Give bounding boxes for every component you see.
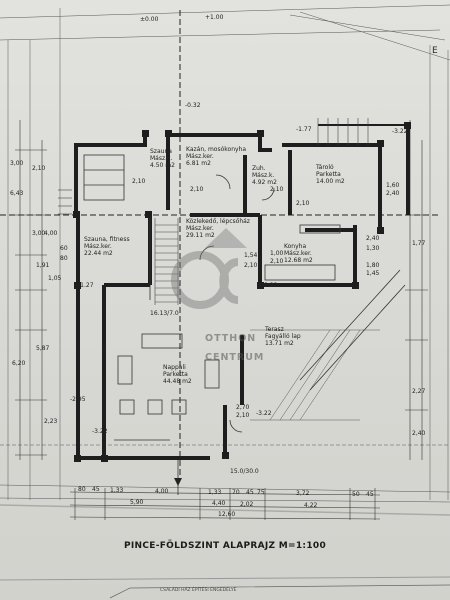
door-mark: 2,10 [132, 178, 146, 185]
dim-right-1: 2,40 [386, 190, 400, 197]
dim-bottom-1-4: 1,33 [208, 489, 222, 496]
door-mark: 1,54 [244, 252, 258, 259]
watermark-line2: CENTRUM [205, 352, 265, 363]
dim-bottom-1-2: 1,33 [110, 487, 124, 494]
dim-bottom-1-9: 50 [352, 491, 360, 498]
dim-bottom-1-7: 75 [257, 489, 265, 496]
door-mark: 2,10 [296, 200, 310, 207]
elevation-mark: ±0.00 [140, 16, 159, 23]
footer-text: CSALÁDI HÁZ ÉPÍTÉSI ENGEDÉLYE [160, 588, 237, 593]
door-mark: 2,10 [270, 258, 284, 265]
dim-bottom-1-3: 4,00 [155, 488, 169, 495]
elevation-mark: -2.95 [70, 396, 86, 403]
elevation-mark: -3.22 [392, 128, 408, 135]
dim-left-11: 2,23 [44, 418, 58, 425]
elevation-mark: 15.0/30.0 [230, 468, 259, 475]
dim-bottom-2-0: 5,90 [130, 499, 144, 506]
elevation-mark: -3.22 [262, 282, 278, 289]
dim-left-6: 80 [60, 255, 68, 262]
elevation-mark: -3.22 [256, 410, 272, 417]
dim-left-4: 3,00 [32, 230, 46, 237]
elevation-mark: -1.77 [296, 126, 312, 133]
dim-bottom-1-1: 45 [92, 486, 100, 493]
door-mark: 2,10 [244, 262, 258, 269]
dim-right-3: 1,30 [366, 245, 380, 252]
elevation-mark: +1.00 [205, 14, 224, 21]
dim-bottom-1-6: 45 [246, 489, 254, 496]
dim-bottom-2-3: 4,22 [304, 502, 318, 509]
door-mark: 2,70 [236, 404, 250, 411]
dim-left-10: 6,20 [12, 360, 26, 367]
compass-letter: E [432, 46, 438, 56]
dim-left-5: 60 [60, 245, 68, 252]
elevation-mark: -3.22 [92, 428, 108, 435]
elevation-mark: 16.13/7.0 [150, 310, 179, 317]
dim-right-5: 1,80 [366, 262, 380, 269]
dim-bottom-1-5: 70 [232, 489, 240, 496]
watermark-line1: OTTHON [205, 333, 257, 344]
dim-right-7: 2,27 [412, 388, 426, 395]
door-mark: 2,10 [190, 186, 204, 193]
dim-bottom-1-10: 45 [366, 491, 374, 498]
room-label-shower: Zuh.Mász.k.4.92 m2 [252, 165, 277, 186]
dim-right-0: 1,60 [386, 182, 400, 189]
dim-left-0: 3,00 [10, 160, 24, 167]
dim-bottom-2-1: 4,40 [212, 500, 226, 507]
dim-right-4: 2,40 [366, 235, 380, 242]
elevation-mark: -0.32 [185, 102, 201, 109]
dim-right-2: 1,77 [412, 240, 426, 247]
plan-title: PINCE-FÖLDSZINT ALAPRAJZ M=1:100 [123, 541, 327, 551]
dim-bottom-1-0: 80 [78, 486, 86, 493]
door-mark: 1,00 [270, 250, 284, 257]
dim-bottom-3-0: 12,60 [218, 511, 236, 518]
dim-left-3: 4,00 [44, 230, 58, 237]
dim-right-6: 1,45 [366, 270, 380, 277]
elevation-mark: -1.27 [78, 282, 94, 289]
dim-left-7: 1,91 [36, 262, 50, 269]
dim-right-8: 2,40 [412, 430, 426, 437]
door-mark: 2,10 [236, 412, 250, 419]
dim-left-2: 6,43 [10, 190, 24, 197]
dim-left-1: 2,10 [32, 165, 46, 172]
dim-bottom-1-8: 3,72 [296, 490, 310, 497]
door-mark: 2,10 [270, 186, 284, 193]
dim-left-8: 1,05 [48, 275, 62, 282]
dim-left-9: 5,87 [36, 345, 50, 352]
dim-bottom-2-2: 2,02 [240, 501, 254, 508]
